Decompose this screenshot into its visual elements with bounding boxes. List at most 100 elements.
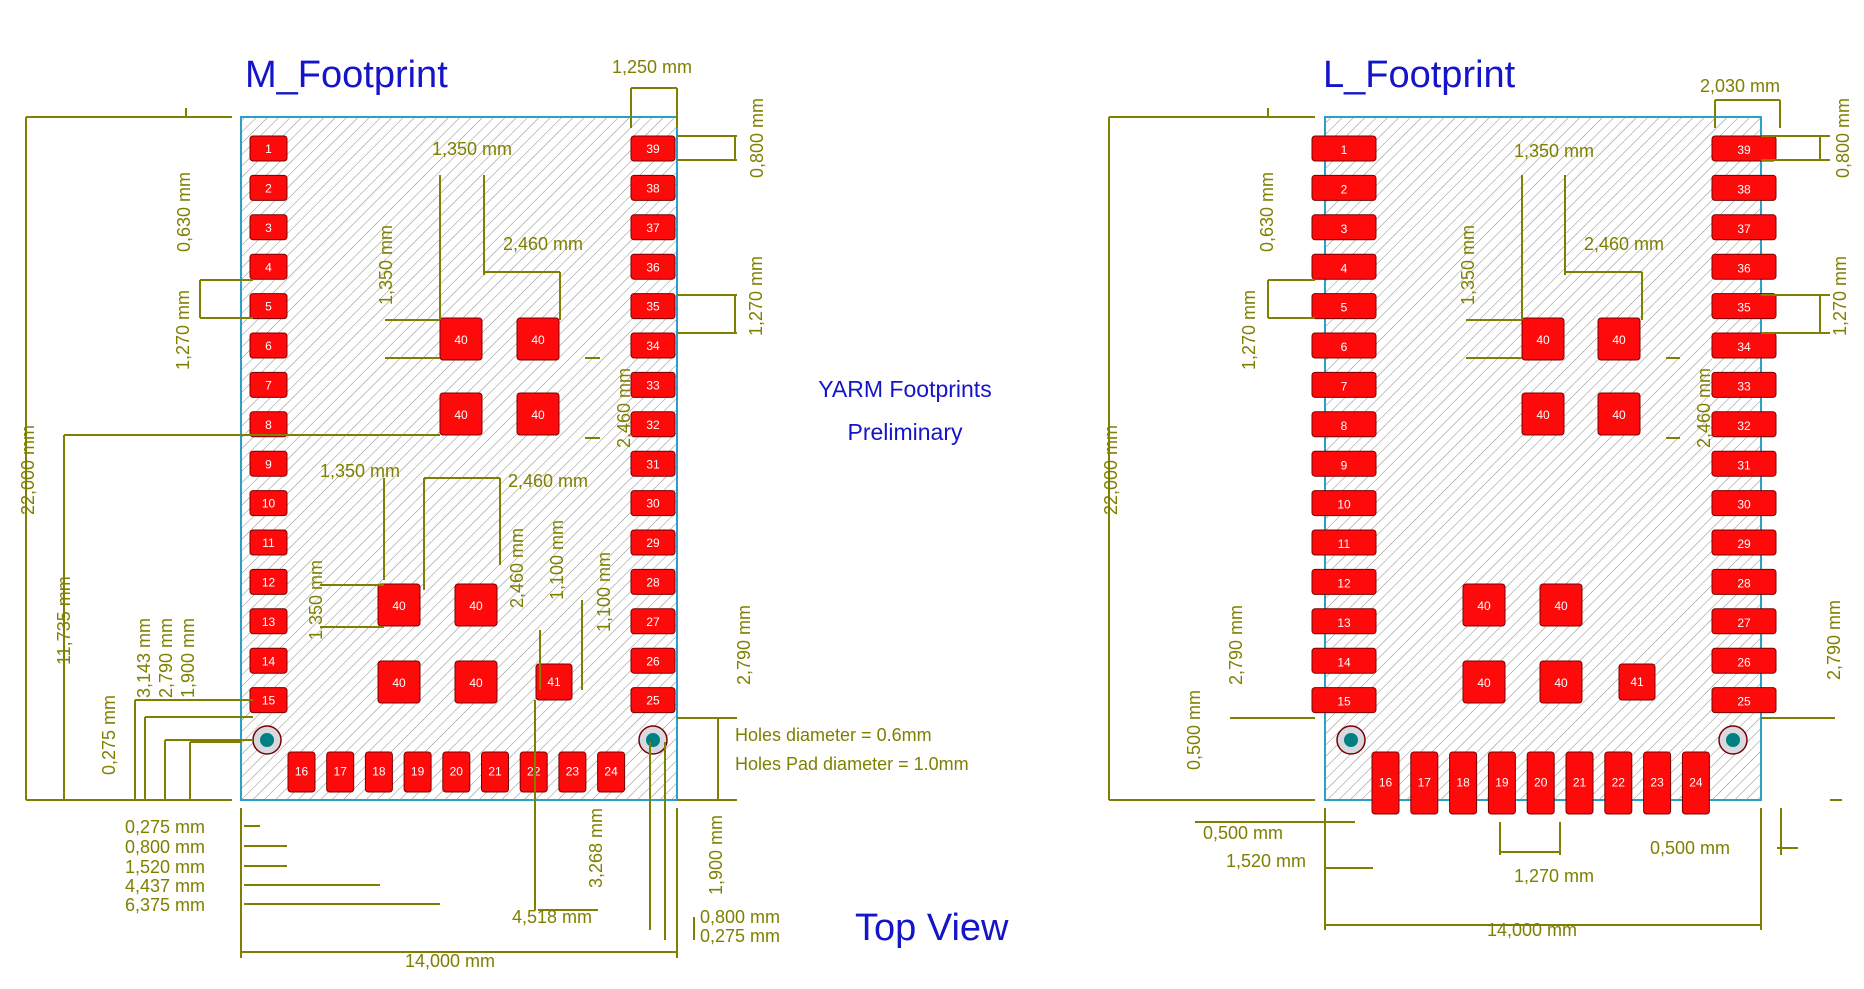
l-pad-2: 2 xyxy=(1311,174,1377,201)
m-center-pad-1: 40 xyxy=(516,317,560,361)
svg-text:18: 18 xyxy=(372,765,386,779)
l-dimensions xyxy=(1108,99,1842,930)
svg-text:13: 13 xyxy=(262,615,276,629)
svg-text:7: 7 xyxy=(1341,380,1348,394)
m-pad-23: 23 xyxy=(558,751,587,793)
svg-text:8: 8 xyxy=(265,418,272,432)
svg-text:39: 39 xyxy=(646,142,660,156)
m-pad-6: 6 xyxy=(249,332,288,359)
m-dim-24: 4,437 mm xyxy=(125,876,205,896)
m-dim-19: 0,275 mm xyxy=(99,695,119,775)
m-pad-2: 2 xyxy=(249,174,288,201)
m-dim-22: 0,800 mm xyxy=(125,837,205,857)
svg-text:35: 35 xyxy=(646,300,660,314)
m-pad-22: 22 xyxy=(519,751,548,793)
l-dim-15: 0,500 mm xyxy=(1650,838,1730,858)
m-pad-28: 28 xyxy=(630,568,676,595)
svg-text:28: 28 xyxy=(646,575,660,589)
l-dim-6: 1,270 mm xyxy=(1830,256,1850,336)
m-pad-24: 24 xyxy=(597,751,626,793)
l-hole-left xyxy=(1344,733,1358,747)
svg-text:40: 40 xyxy=(454,333,468,347)
l-dim-10: 2,790 mm xyxy=(1824,600,1844,680)
m-dim-27: 4,518 mm xyxy=(512,907,592,927)
svg-text:36: 36 xyxy=(1737,261,1751,275)
m-pad-31: 31 xyxy=(630,450,676,477)
m-pad-4: 4 xyxy=(249,253,288,280)
m-pad-25: 25 xyxy=(630,687,676,714)
m-dim-11: 2,460 mm xyxy=(507,528,527,608)
svg-text:37: 37 xyxy=(646,221,660,235)
svg-text:19: 19 xyxy=(1495,776,1509,790)
l-pad-30: 30 xyxy=(1711,490,1777,517)
l-hole-right xyxy=(1726,733,1740,747)
svg-text:24: 24 xyxy=(604,765,618,779)
m-pad-36: 36 xyxy=(630,253,676,280)
l-pad-27: 27 xyxy=(1711,608,1777,635)
m-dim-3: 1,350 mm xyxy=(376,225,396,305)
m-pad-5: 5 xyxy=(249,293,288,320)
l-pads: 1234567891011121314153938373635343332313… xyxy=(1311,135,1777,815)
svg-text:34: 34 xyxy=(646,339,660,353)
l-pad-16: 16 xyxy=(1371,751,1400,815)
l-center-pad-5: 40 xyxy=(1539,583,1583,627)
l-dim-11: 0,500 mm xyxy=(1184,690,1204,770)
m-center-pad-2: 40 xyxy=(439,392,483,436)
svg-text:33: 33 xyxy=(646,378,660,392)
svg-text:33: 33 xyxy=(1737,380,1751,394)
svg-text:40: 40 xyxy=(1536,333,1550,347)
m-pad-14: 14 xyxy=(249,647,288,674)
svg-text:16: 16 xyxy=(1379,776,1393,790)
m-dim-23: 1,520 mm xyxy=(125,857,205,877)
svg-text:26: 26 xyxy=(1737,655,1751,669)
m-pads: 1234567891011121314153938373635343332313… xyxy=(249,135,676,793)
l-pad-18: 18 xyxy=(1449,751,1478,815)
m-pad-1: 1 xyxy=(249,135,288,162)
svg-text:6: 6 xyxy=(265,339,272,353)
l-dim-9: 2,790 mm xyxy=(1226,605,1246,685)
m-dim-6: 1,270 mm xyxy=(746,256,766,336)
l-pad-23: 23 xyxy=(1643,751,1672,815)
svg-text:40: 40 xyxy=(1477,676,1491,690)
svg-text:40: 40 xyxy=(1612,333,1626,347)
l-pad-12: 12 xyxy=(1311,568,1377,595)
m-pad-35: 35 xyxy=(630,293,676,320)
m-dim-12: 1,100 mm xyxy=(547,520,567,600)
svg-text:9: 9 xyxy=(1341,458,1348,472)
m-dim-1: 0,630 mm xyxy=(174,172,194,252)
svg-text:6: 6 xyxy=(1341,340,1348,354)
m-pad-19: 19 xyxy=(403,751,432,793)
svg-text:5: 5 xyxy=(265,300,272,314)
m-dim-25: 6,375 mm xyxy=(125,895,205,915)
m-center-pad-3: 40 xyxy=(516,392,560,436)
l-pad-14: 14 xyxy=(1311,647,1377,674)
svg-text:9: 9 xyxy=(265,457,272,471)
l-dim-0: 0,800 mm xyxy=(1833,98,1853,178)
m-pad-29: 29 xyxy=(630,529,676,556)
l-pad-24: 24 xyxy=(1681,751,1710,815)
svg-text:17: 17 xyxy=(1418,776,1432,790)
m-pad-10: 10 xyxy=(249,490,288,517)
svg-text:15: 15 xyxy=(1337,695,1351,709)
m-pad-15: 15 xyxy=(249,687,288,714)
svg-text:40: 40 xyxy=(469,676,483,690)
svg-text:25: 25 xyxy=(646,694,660,708)
m-pad-39: 39 xyxy=(630,135,676,162)
l-center-pad-small: 41 xyxy=(1618,663,1656,701)
l-dim-width-label: 14,000 mm xyxy=(1487,920,1577,940)
l-dim-14: 1,270 mm xyxy=(1514,866,1594,886)
m-pad-13: 13 xyxy=(249,608,288,635)
svg-text:14: 14 xyxy=(262,654,276,668)
m-dim-21: 0,275 mm xyxy=(125,817,205,837)
l-pad-10: 10 xyxy=(1311,490,1377,517)
svg-text:40: 40 xyxy=(1612,408,1626,422)
svg-text:3: 3 xyxy=(1341,222,1348,236)
svg-text:2: 2 xyxy=(265,181,272,195)
m-dim-8: 2,460 mm xyxy=(614,368,634,448)
l-pad-34: 34 xyxy=(1711,332,1777,359)
m-dim-28: 1,900 mm xyxy=(706,815,726,895)
svg-text:40: 40 xyxy=(1536,408,1550,422)
m-pad-17: 17 xyxy=(326,751,355,793)
svg-text:2: 2 xyxy=(1341,183,1348,197)
